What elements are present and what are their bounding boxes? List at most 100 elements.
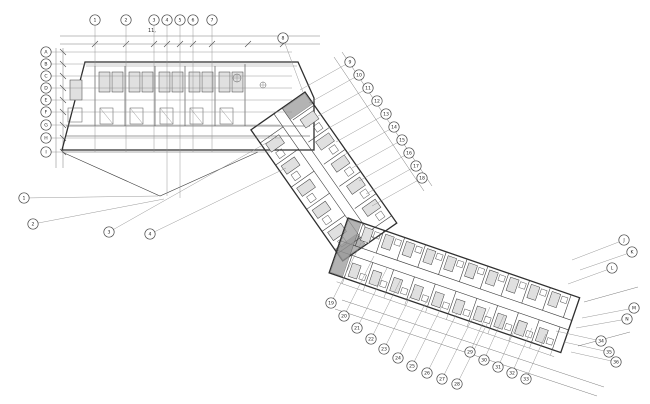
grid-bubble-label: A — [44, 50, 48, 56]
hotel-room-unit — [184, 65, 214, 127]
grid-bubble-label: 36 — [613, 360, 619, 366]
stair-core — [282, 93, 313, 120]
grid-bubble-label: 12 — [374, 99, 380, 105]
grid-bubble: 11 — [362, 82, 374, 94]
grid-bubble: 1 — [89, 14, 101, 26]
grid-bubble-label: 11 — [365, 86, 371, 92]
grid-bubble-label: 20 — [341, 314, 347, 320]
grid-bubble: 15 — [396, 134, 408, 146]
grid-bubble-label: 14 — [391, 125, 397, 131]
grid-bubble: 34 — [595, 335, 607, 347]
grid-leader-line — [365, 165, 417, 195]
grid-bubble: 29 — [464, 346, 476, 358]
grid-bubble: 23 — [378, 343, 390, 355]
grid-bubble-label: H — [44, 136, 47, 142]
grid-leader-line — [575, 318, 628, 329]
grid-bubble: 20 — [338, 310, 350, 322]
grid-leader-line — [371, 177, 423, 207]
hotel-room-unit — [531, 287, 570, 350]
bathroom-symbol — [67, 107, 83, 123]
grid-leader-line — [308, 74, 360, 104]
grid-leader-line — [358, 152, 410, 182]
grid-leader-line — [570, 351, 617, 363]
grid-leader-line — [330, 242, 362, 304]
grid-bubble: B — [40, 58, 52, 70]
grid-bubble: 32 — [506, 367, 518, 379]
grid-bubble: 17 — [410, 160, 422, 172]
grid-bubble-label: D — [44, 86, 48, 92]
hotel-room-unit — [214, 65, 244, 127]
grid-bubble-label: 23 — [381, 347, 387, 353]
grid-leader-line — [383, 288, 415, 350]
grid-leader-line — [555, 330, 602, 342]
grid-leader-line — [497, 321, 519, 368]
grid-bubble-label: 30 — [481, 358, 487, 364]
grid-leader-line — [581, 307, 635, 319]
grid-leader-line — [356, 267, 388, 329]
hotel-room-unit — [306, 171, 375, 230]
grid-bubble-label: 19 — [328, 301, 334, 307]
grid-leader-line — [299, 61, 351, 91]
grid-bubble: 24 — [392, 352, 404, 364]
grid-bubble: 8 — [277, 32, 289, 44]
grid-bubble-label: G — [44, 123, 48, 129]
grid-bubble-label: 29 — [467, 350, 473, 356]
grid-bubble: F — [40, 106, 52, 118]
grid-leader-line — [397, 297, 429, 359]
grid-bubble: K — [626, 246, 638, 258]
grid-bubble: 27 — [436, 373, 448, 385]
grid-bubble-label: 33 — [523, 377, 529, 383]
grid-leader-line — [483, 314, 505, 361]
grid-bubble: 3 — [148, 14, 160, 26]
grid-bubble-label: 27 — [439, 377, 445, 383]
grid-bubble-label: 25 — [409, 364, 415, 370]
grid-bubble: 18 — [416, 172, 428, 184]
grid-bubble-label: 2 — [32, 222, 35, 228]
grid-bubble: 16 — [403, 147, 415, 159]
grid-leader-line — [282, 37, 304, 93]
terrace-outline — [61, 151, 259, 197]
hotel-room-unit — [154, 65, 184, 127]
grid-leader-line — [525, 333, 547, 380]
grid-bubble-label: 28 — [454, 382, 460, 388]
grid-bubble: 1 — [18, 192, 30, 204]
grid-bubble: 14 — [388, 121, 400, 133]
grid-bubble: 35 — [603, 346, 615, 358]
grid-bubble: 4 — [161, 14, 173, 26]
grid-bubble: 21 — [351, 322, 363, 334]
grid-bubble: I — [40, 146, 52, 158]
grid-leader-line — [571, 239, 625, 261]
right-wing — [328, 217, 581, 357]
grid-bubble-label: F — [45, 110, 48, 116]
grid-bubble-label: N — [625, 317, 628, 323]
grid-bubble: 22 — [365, 333, 377, 345]
grid-bubble-label: 13 — [383, 112, 389, 118]
grid-bubble: J — [618, 234, 630, 246]
grid-bubble-label: 26 — [424, 371, 430, 377]
grid-bubble: N — [621, 313, 633, 325]
grid-bubble-label: M — [632, 306, 636, 312]
grid-bubble-label: 31 — [495, 365, 501, 371]
grid-bubble: H — [40, 132, 52, 144]
grid-bubble: M — [628, 302, 640, 314]
grid-leader-line — [441, 318, 473, 380]
grid-bubble-label: 4 — [149, 232, 152, 238]
grid-bubble: C — [40, 70, 52, 82]
hotel-room-unit — [124, 65, 154, 127]
middle-wing — [250, 91, 398, 262]
grid-bubble: G — [40, 119, 52, 131]
grid-bubble-label: 1 — [94, 18, 97, 24]
grid-bubble: 36 — [610, 356, 622, 368]
grid-leader-line — [108, 141, 269, 233]
grid-bubble-label: 2 — [125, 18, 128, 24]
grid-bubble: L — [606, 262, 618, 274]
bed-symbol — [69, 79, 83, 101]
grid-bubble-label: I — [45, 150, 46, 156]
grid-bubble: 12 — [371, 95, 383, 107]
grid-bubble-label: 6 — [192, 18, 195, 24]
grid-leader-line — [511, 327, 533, 374]
grid-bubble-label: 7 — [211, 18, 214, 24]
grid-bubble-label: E — [45, 98, 48, 104]
grid-bubble-label: 35 — [606, 350, 612, 356]
